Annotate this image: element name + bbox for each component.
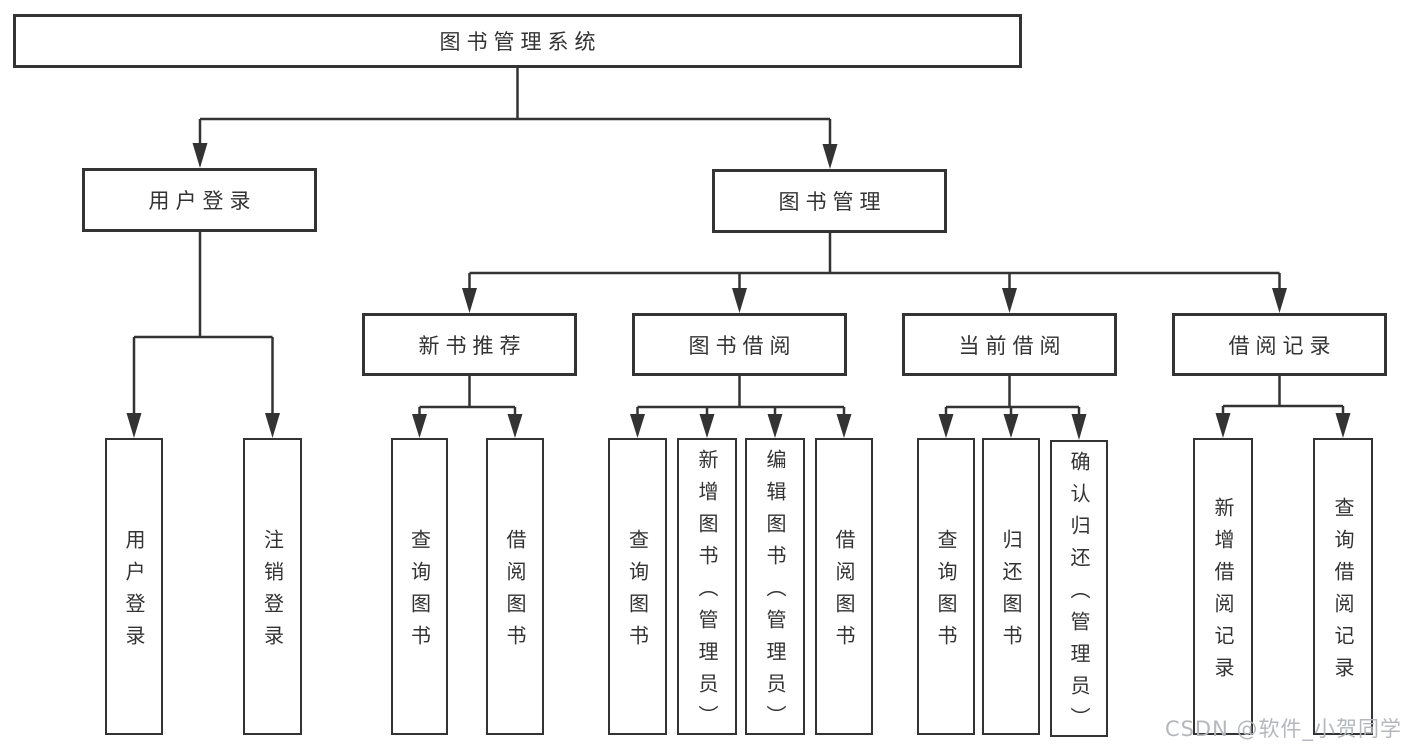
node-borrow-records: 借阅记录 (1172, 313, 1387, 376)
connector-newbooks-to-leaves (418, 376, 517, 417)
arrowhead (1335, 413, 1351, 438)
leaf-records-query-record-label: 查询借阅记录 (1331, 496, 1355, 689)
leaf-user-login: 用户登录 (105, 438, 163, 735)
node-new-book-recommend-label: 新书推荐 (418, 333, 527, 358)
arrowhead (1272, 288, 1287, 313)
connector-userlogin-to-leaves (132, 232, 274, 416)
leaf-newbooks-query-books: 查询图书 (391, 438, 448, 735)
arrowhead (767, 414, 783, 438)
arrowhead (630, 414, 645, 438)
node-book-borrow-label: 图书借阅 (688, 333, 797, 358)
leaf-borrow-add-books-admin: 新增图书（管理员） (677, 438, 737, 737)
arrowhead (192, 143, 208, 168)
leaf-borrow-edit-books-admin-label: 编辑图书（管理员） (763, 448, 787, 737)
leaf-logout: 注销登录 (243, 438, 302, 735)
leaf-current-confirm-return-admin-label: 确认归还（管理员） (1067, 450, 1091, 739)
arrowhead (938, 414, 954, 438)
leaf-records-add-record: 新增借阅记录 (1193, 438, 1253, 735)
leaf-newbooks-query-books-label: 查询图书 (407, 528, 432, 657)
leaf-logout-label: 注销登录 (260, 528, 285, 657)
connector-currentborrow-to-leaves (944, 376, 1081, 417)
node-borrow-records-label: 借阅记录 (1228, 333, 1337, 358)
connector-bookborrow-to-leaves (636, 376, 846, 417)
leaf-borrow-query-books-label: 查询图书 (625, 528, 650, 657)
arrowhead (265, 413, 280, 438)
leaf-records-query-record: 查询借阅记录 (1313, 438, 1373, 735)
node-root: 图书管理系统 (13, 14, 1022, 68)
arrowhead (1071, 414, 1087, 440)
leaf-current-return-books: 归还图书 (982, 438, 1040, 735)
leaf-borrow-add-books-admin-label: 新增图书（管理员） (695, 448, 719, 737)
node-user-login-label: 用户登录 (148, 189, 257, 213)
arrowhead (1215, 413, 1231, 438)
leaf-borrow-edit-books-admin: 编辑图书（管理员） (745, 438, 805, 737)
node-current-borrow-label: 当前借阅 (958, 333, 1067, 358)
leaf-current-query-books-label: 查询图书 (934, 528, 958, 657)
leaf-records-add-record-label: 新增借阅记录 (1211, 496, 1235, 689)
leaf-current-return-books-label: 归还图书 (999, 528, 1023, 657)
watermark: CSDN @软件_小贺同学 (1164, 717, 1402, 741)
arrowhead (412, 414, 427, 438)
arrowhead (507, 414, 523, 438)
node-user-login: 用户登录 (82, 168, 317, 232)
node-book-borrow: 图书借阅 (632, 313, 847, 376)
node-new-book-recommend: 新书推荐 (362, 313, 577, 376)
node-root-label: 图书管理系统 (439, 30, 602, 54)
node-book-management-label: 图书管理 (778, 190, 887, 214)
leaf-borrow-query-books: 查询图书 (608, 438, 667, 735)
node-current-borrow: 当前借阅 (902, 313, 1117, 376)
arrowhead (732, 288, 747, 313)
arrowhead (836, 414, 852, 438)
leaf-user-login-label: 用户登录 (122, 528, 146, 657)
arrowhead (126, 413, 142, 438)
arrowhead (1002, 288, 1017, 313)
arrowhead (699, 414, 715, 438)
leaf-current-query-books: 查询图书 (917, 438, 975, 735)
arrowheads (126, 143, 1351, 440)
connector-bookmgmt-to-level3 (468, 233, 1281, 291)
leaf-newbooks-borrow-books-label: 借阅图书 (503, 528, 527, 657)
node-book-management: 图书管理 (712, 169, 947, 233)
leaf-borrow-borrow-books: 借阅图书 (815, 438, 873, 735)
arrowhead (462, 288, 477, 313)
leaf-newbooks-borrow-books: 借阅图书 (486, 438, 544, 735)
arrowhead (1003, 414, 1019, 438)
connector-records-to-leaves (1221, 376, 1345, 416)
arrowhead (822, 144, 838, 169)
leaf-current-confirm-return-admin: 确认归还（管理员） (1050, 440, 1108, 739)
connector-root-to-level2 (198, 68, 832, 147)
leaf-borrow-borrow-books-label: 借阅图书 (832, 528, 856, 657)
